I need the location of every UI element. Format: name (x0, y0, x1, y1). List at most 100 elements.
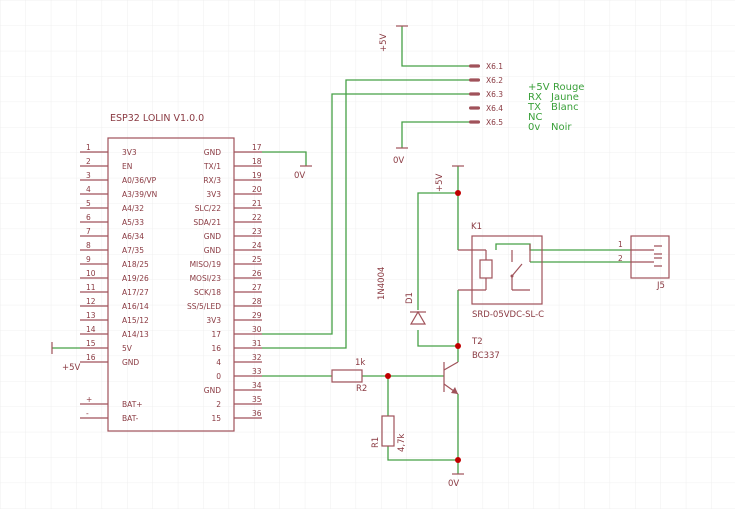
j5-body (630, 235, 670, 279)
esp32-pin-label: A5/33 (122, 218, 144, 227)
esp32-pin-label: A16/14 (122, 302, 149, 311)
esp32-pin-label: MISO/19 (190, 260, 222, 269)
esp32-pin-number: 7 (86, 227, 91, 236)
esp32-pin-number: 14 (86, 325, 96, 334)
diode-d1[interactable]: D1 1N4004 (377, 267, 427, 325)
esp32-pin-number: 21 (252, 199, 262, 208)
esp32-pin-label: 3V3 (206, 190, 221, 199)
esp32-pin-number: 5 (86, 199, 91, 208)
x6-pin-label: X6.5 (486, 118, 503, 127)
esp32-name: ESP32 LOLIN V1.0.0 (110, 113, 204, 124)
x6-pin-contact (469, 64, 480, 68)
j5-ref: J5 (656, 281, 665, 291)
esp32-pin-number: 20 (252, 185, 262, 194)
transistor-t2[interactable]: T2 BC337 (443, 337, 500, 395)
wire-x6-5-gnd (401, 121, 472, 148)
plus5v-label-relay: +5V (435, 173, 445, 192)
esp32-pin-label: A18/25 (122, 260, 149, 269)
esp32-pin-number: 9 (86, 255, 91, 264)
connector-j5[interactable]: 1 2 J5 (618, 235, 670, 291)
x6-pin-label: X6.2 (486, 76, 503, 85)
esp32-pin-number: 18 (252, 157, 262, 166)
esp32-pin-label: SLC/22 (195, 204, 221, 213)
esp32-pin-number: 8 (86, 241, 91, 250)
esp32-pin-label: GND (204, 246, 221, 255)
esp32-pin-label: 17 (211, 330, 221, 339)
x6-pin-label: X6.3 (486, 90, 503, 99)
j5-pin2: 2 (618, 254, 623, 263)
esp32-pin-number: 2 (86, 157, 91, 166)
esp32-pin-number: 26 (252, 269, 262, 278)
esp32-pin-number: 28 (252, 297, 262, 306)
esp32-pin-number: 11 (86, 283, 96, 292)
wire-pin30-x6-3 (262, 93, 472, 335)
esp32-pin-number: 17 (252, 143, 262, 152)
wire-r1-gnd (387, 446, 458, 461)
x6-note-signal: +5V (528, 82, 550, 93)
transistor-ref: T2 (471, 337, 483, 347)
esp32-pin-label: SCK/18 (194, 288, 221, 297)
gnd-label-x6: 0V (393, 156, 404, 166)
r1-ref: R1 (371, 437, 381, 448)
esp32-pin-number: 6 (86, 213, 91, 222)
esp32-left-pins: 13V32EN3A0/36/VP4A3/39/VN5A4/326A5/337A6… (80, 143, 157, 423)
esp32-pin-number: 22 (252, 213, 262, 222)
esp32-bat-pin-number: - (86, 409, 89, 418)
esp32-pin-number: 3 (86, 171, 91, 180)
esp32-pin-label: SDA/21 (193, 218, 221, 227)
plus5v-label-left: +5V (62, 363, 81, 373)
esp32-right-pins: 17GND18TX/119RX/3203V321SLC/2222SDA/2123… (187, 143, 262, 423)
esp32-pin-number: 33 (252, 367, 262, 376)
esp32-pin-label: A3/39/VN (122, 190, 157, 199)
esp32-pin-number: 36 (252, 409, 262, 418)
esp32-pin-label: A15/12 (122, 316, 149, 325)
junction-5v (455, 190, 461, 196)
resistor-r2[interactable]: 1k R2 (331, 358, 367, 394)
esp32-pin-label: A7/35 (122, 246, 144, 255)
x6-pin-contact (469, 78, 480, 82)
relay-k1[interactable]: K1 SRD-05VDC-SL-C (458, 222, 544, 320)
esp32-pin-label: GND (204, 232, 221, 241)
esp32-pin-label: 16 (211, 344, 221, 353)
x6-note-color: Rouge (553, 82, 584, 93)
transistor-part: BC337 (472, 351, 500, 361)
diode-part: 1N4004 (377, 267, 387, 300)
esp32-pin-number: 13 (86, 311, 96, 320)
esp32-module[interactable]: ESP32 LOLIN V1.0.0 13V32EN3A0/36/VP4A3/3… (80, 113, 262, 432)
r2-body (331, 369, 363, 383)
esp32-pin-label: MOSI/23 (190, 274, 222, 283)
esp32-pin-number: 34 (252, 381, 262, 390)
esp32-pin-number: 29 (252, 311, 262, 320)
r1-value: 4,7k (397, 433, 407, 452)
esp32-pin-number: 4 (86, 185, 91, 194)
diode-body (409, 310, 427, 325)
esp32-bat-pin-label: BAT+ (122, 400, 143, 409)
x6-note-signal: NC (528, 112, 542, 123)
wire-5v-diode (417, 166, 459, 310)
supply-symbols: +5V 0V 0V +5V +5V 0V (51, 25, 464, 489)
gnd-label-bottom: 0V (448, 479, 459, 489)
r2-ref: R2 (356, 384, 367, 394)
esp32-pin-label: A14/13 (122, 330, 149, 339)
x6-note-signal: 0v (528, 122, 540, 133)
esp32-pin-number: 12 (86, 297, 96, 306)
wire-5v-x6-1 (401, 26, 472, 67)
connector-x6[interactable]: X6.1X6.2X6.3X6.4X6.5 (469, 62, 503, 127)
resistor-r1[interactable]: R1 4,7k (371, 415, 407, 452)
x6-pin-label: X6.4 (486, 104, 503, 113)
esp32-pin-number: 1 (86, 143, 91, 152)
plus5v-label-top: +5V (379, 33, 389, 52)
esp32-pin-label: 3V3 (206, 316, 221, 325)
esp32-pin-number: 35 (252, 395, 262, 404)
esp32-pin-number: 10 (86, 269, 96, 278)
esp32-pin-label: A0/36/VP (122, 176, 157, 185)
esp32-pin-number: 25 (252, 255, 262, 264)
wires (52, 26, 631, 474)
esp32-pin-label: GND (204, 386, 221, 395)
esp32-pin-label: 0 (216, 372, 221, 381)
r2-value: 1k (355, 358, 365, 368)
r1-body (381, 415, 395, 447)
esp32-pin-label: A19/26 (122, 274, 149, 283)
